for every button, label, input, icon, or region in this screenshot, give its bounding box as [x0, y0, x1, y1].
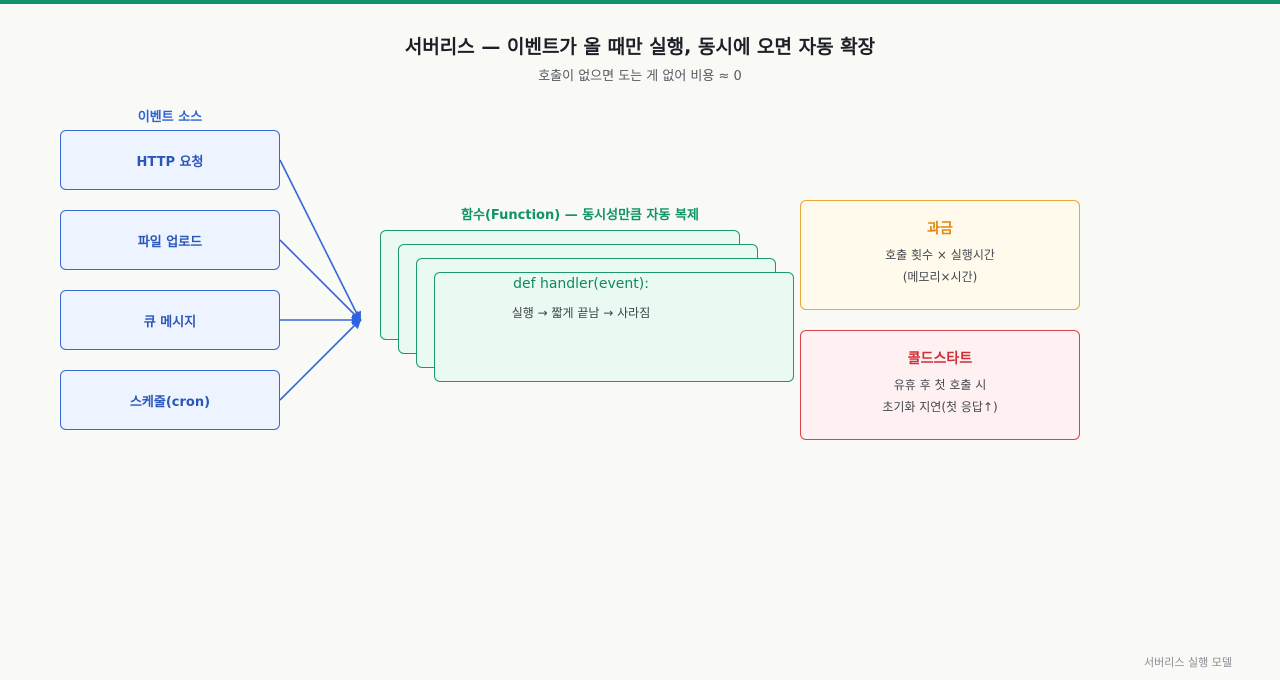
source-label: HTTP 요청 — [136, 154, 204, 170]
top-accent-bar — [0, 0, 1280, 4]
cold-start-title: 콜드스타트 — [907, 351, 973, 367]
page-subtitle: 호출이 없으면 도는 게 없어 비용 ≈ 0 — [538, 69, 742, 84]
function-label: 함수(Function) — 동시성만큼 자동 복제 — [461, 208, 699, 223]
billing-box: 과금 호출 횟수 × 실행시간 (메모리×시간) — [800, 200, 1080, 310]
page-title: 서버리스 — 이벤트가 올 때만 실행, 동시에 오면 자동 확장 — [404, 36, 876, 58]
arrow-cron — [279, 318, 362, 401]
arrow-http — [279, 159, 361, 322]
cold-start-line: 유휴 후 첫 호출 시 — [893, 378, 987, 392]
function-code: def handler(event): — [513, 276, 649, 292]
source-schedule-cron: 스케줄(cron) — [60, 370, 280, 430]
cold-start-line: 초기화 지연(첫 응답↑) — [882, 400, 998, 414]
billing-line: (메모리×시간) — [902, 270, 978, 284]
source-label: 스케줄(cron) — [129, 394, 211, 410]
function-lifecycle: 실행 → 짧게 끝남 → 사라짐 — [511, 306, 651, 320]
billing-line: 호출 횟수 × 실행시간 — [885, 248, 995, 262]
source-http-request: HTTP 요청 — [60, 130, 280, 190]
source-label: 큐 메시지 — [143, 314, 197, 330]
source-queue-message: 큐 메시지 — [60, 290, 280, 350]
event-sources-label: 이벤트 소스 — [137, 110, 203, 125]
arrow-upload — [279, 239, 362, 322]
footer-caption: 서버리스 실행 모델 — [1144, 656, 1232, 669]
billing-title: 과금 — [927, 221, 953, 237]
cold-start-box: 콜드스타트 유휴 후 첫 호출 시 초기화 지연(첫 응답↑) — [800, 330, 1080, 440]
source-label: 파일 업로드 — [137, 234, 203, 250]
source-file-upload: 파일 업로드 — [60, 210, 280, 270]
function-instance-card-front — [434, 272, 794, 382]
